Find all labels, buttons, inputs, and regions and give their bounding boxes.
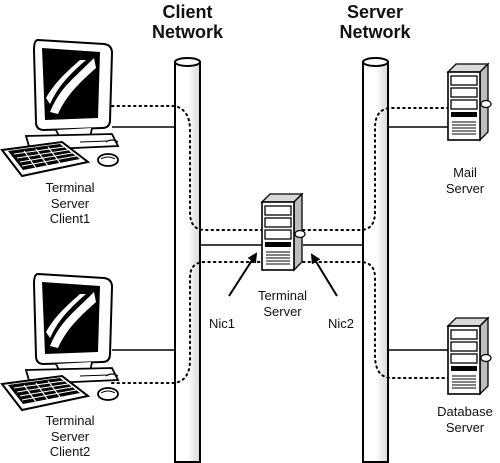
client2-session-path bbox=[111, 261, 263, 384]
client2-label: Terminal Server Client2 bbox=[45, 413, 95, 460]
nic2-arrow bbox=[310, 253, 338, 297]
mail-session-path bbox=[302, 107, 449, 231]
client1-label: Terminal Server Client1 bbox=[45, 180, 95, 227]
nic1-label: Nic1 bbox=[208, 316, 235, 331]
database-server-label: Database Server bbox=[437, 404, 493, 435]
database-session-path bbox=[302, 261, 449, 379]
client-network-title: Client Network bbox=[151, 2, 223, 42]
mail-server-tower-icon bbox=[447, 63, 492, 141]
solid-links bbox=[112, 126, 448, 351]
client-network-backbone bbox=[174, 57, 201, 463]
terminal-server-label: Terminal Server bbox=[257, 288, 308, 319]
nic1-arrow bbox=[228, 252, 258, 297]
nic2-label: Nic2 bbox=[327, 316, 354, 331]
mail-server-label: Mail Server bbox=[445, 165, 485, 196]
terminal-server-tower-icon bbox=[261, 193, 306, 271]
server-network-title: Server Network bbox=[339, 2, 411, 42]
client2-desktop-icon bbox=[1, 273, 119, 411]
database-server-tower-icon bbox=[447, 317, 492, 395]
dotted-session-paths bbox=[111, 105, 449, 384]
client1-desktop-icon bbox=[1, 39, 119, 177]
